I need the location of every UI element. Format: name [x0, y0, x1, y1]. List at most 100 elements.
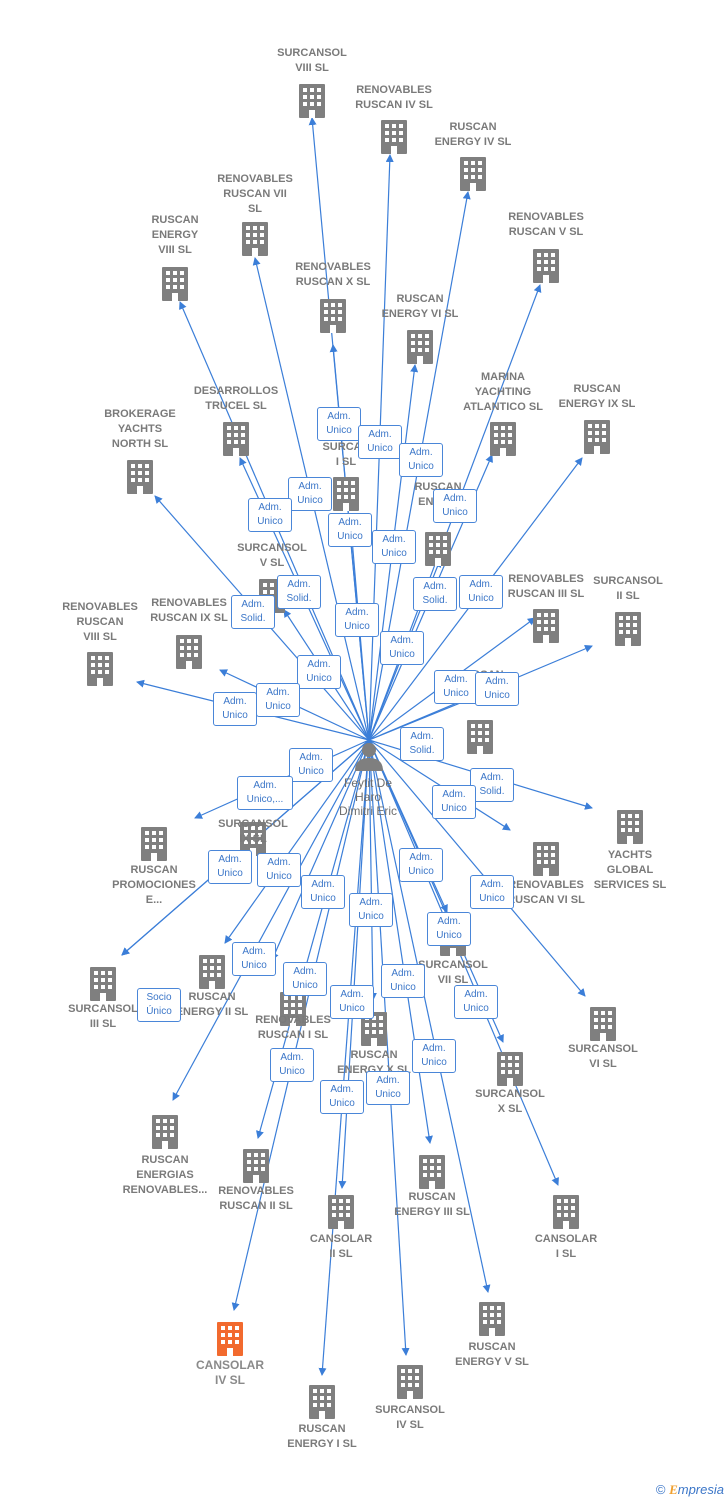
brand-name[interactable]: mpresia [677, 1482, 724, 1497]
building-icon[interactable] [309, 1385, 335, 1419]
building-icon[interactable] [217, 1322, 243, 1356]
building-icon[interactable] [152, 1115, 178, 1149]
person-label[interactable]: Feytit De Haro Dimitri Eric [339, 776, 397, 818]
company-label[interactable]: YACHTS GLOBAL SERVICES SL [593, 849, 667, 891]
building-icon[interactable] [299, 84, 325, 118]
building-icon[interactable] [141, 827, 167, 861]
building-icon[interactable] [90, 967, 116, 1001]
company-label[interactable]: RENOVABLES RUSCAN IX SL [150, 597, 228, 624]
role-badge: Adm. Unico [301, 875, 345, 909]
role-badge: Adm. Unico [270, 1048, 314, 1082]
building-icon[interactable] [615, 612, 641, 646]
company-label[interactable]: SURCANSOL VI SL [568, 1043, 638, 1070]
building-icon[interactable] [87, 652, 113, 686]
role-badge: Adm. Unico [283, 962, 327, 996]
building-icon[interactable] [584, 420, 610, 454]
role-badge: Adm. Unico [434, 670, 478, 704]
company-label[interactable]: RUSCAN ENERGY V SL [455, 1341, 529, 1368]
company-label[interactable]: RENOVABLES RUSCAN VII SL [217, 173, 293, 215]
role-badge: Adm. Unico [427, 912, 471, 946]
building-icon[interactable] [590, 1007, 616, 1041]
company-label[interactable]: RENOVABLES RUSCAN III SL [507, 573, 585, 600]
company-label[interactable]: RENOVABLES RUSCAN X SL [295, 261, 371, 288]
company-label[interactable]: SURCANSOL III SL [68, 1003, 138, 1030]
building-icon[interactable] [490, 422, 516, 456]
company-label[interactable]: RUSCAN ENERGY VI SL [381, 293, 459, 320]
edge-c36 [368, 739, 559, 1186]
building-icon[interactable] [242, 222, 268, 256]
company-label[interactable]: RUSCAN ENERGY I SL [287, 1423, 357, 1450]
company-label[interactable]: RUSCAN ENERGY VIII SL [151, 214, 199, 256]
company-label[interactable]: RUSCAN ENERGY IV SL [434, 121, 512, 148]
company-label[interactable]: SURCANSOL VII SL [418, 959, 488, 986]
role-badge: Adm. Unico [470, 875, 514, 909]
building-icon[interactable] [460, 157, 486, 191]
company-label[interactable]: RUSCAN ENERGY III SL [394, 1191, 470, 1218]
building-icon[interactable] [397, 1365, 423, 1399]
company-label[interactable]: RUSCAN ENERGY IX SL [558, 383, 636, 410]
building-icon[interactable] [127, 460, 153, 494]
role-badge: Adm. Unico,... [237, 776, 293, 810]
person-icon[interactable] [355, 743, 383, 771]
company-label[interactable]: SURCANSOL IV SL [375, 1404, 445, 1431]
building-icon[interactable] [467, 720, 493, 754]
company-label[interactable]: RUSCAN ENERGY II SL [175, 991, 249, 1018]
edge-c37 [368, 739, 491, 1293]
building-icon[interactable] [425, 532, 451, 566]
role-badge: Adm. Unico [317, 407, 361, 441]
role-badge: Adm. Unico [320, 1080, 364, 1114]
company-label[interactable]: RENOVABLES RUSCAN IV SL [355, 84, 433, 111]
company-label[interactable]: RENOVABLES RUSCAN V SL [508, 211, 584, 238]
building-icon[interactable] [533, 609, 559, 643]
role-badge: Adm. Unico [412, 1039, 456, 1073]
building-icon[interactable] [333, 477, 359, 511]
company-label[interactable]: RUSCAN ENERGIAS RENOVABLES... [122, 1154, 208, 1196]
company-label[interactable]: RUSCAN PROMOCIONES E... [112, 864, 196, 906]
company-label[interactable]: MARINA YACHTING ATLANTICO SL [463, 371, 543, 413]
role-badge: Adm. Unico [257, 853, 301, 887]
building-icon[interactable] [328, 1195, 354, 1229]
company-label[interactable]: CANSOLAR IV SL [196, 1358, 264, 1387]
company-label[interactable]: RENOVABLES RUSCAN VIII SL [62, 601, 138, 643]
role-badge: Adm. Unico [459, 575, 503, 609]
role-badge: Adm. Unico [381, 964, 425, 998]
building-icon[interactable] [243, 1149, 269, 1183]
company-label[interactable]: BROKERAGE YACHTS NORTH SL [104, 408, 176, 450]
company-label[interactable]: RENOVABLES RUSCAN VI SL [507, 879, 585, 906]
company-label[interactable]: CANSOLAR I SL [534, 1233, 598, 1260]
building-icon[interactable] [199, 955, 225, 989]
company-label[interactable]: DESARROLLOS TRUCEL SL [193, 385, 279, 412]
building-icon[interactable] [162, 267, 188, 301]
edge-c39 [368, 739, 410, 1356]
company-label[interactable]: SURCANSOL IX SL [218, 818, 288, 845]
company-label[interactable]: SURCAN I SL [322, 441, 370, 468]
building-icon[interactable] [176, 635, 202, 669]
building-icon[interactable] [497, 1052, 523, 1086]
company-label[interactable]: RENOVABLES RUSCAN I SL [255, 1014, 331, 1041]
building-icon[interactable] [533, 249, 559, 283]
building-icon[interactable] [479, 1302, 505, 1336]
company-label[interactable]: RENOVABLES RUSCAN II SL [218, 1185, 294, 1212]
building-icon[interactable] [419, 1155, 445, 1189]
edge-c40 [318, 739, 370, 1376]
company-label[interactable]: SURCANSOL X SL [475, 1088, 545, 1115]
company-label[interactable]: SURCANSOL V SL [237, 542, 307, 569]
role-badge: Adm. Unico [380, 631, 424, 665]
building-icon[interactable] [223, 422, 249, 456]
building-icon[interactable] [533, 842, 559, 876]
role-badge: Adm. Unico [432, 785, 476, 819]
building-icon[interactable] [407, 330, 433, 364]
role-badge: Adm. Unico [399, 443, 443, 477]
building-icon[interactable] [617, 810, 643, 844]
company-label[interactable]: CANSOLAR II SL [309, 1233, 373, 1260]
company-label[interactable]: SURCANSOL VIII SL [277, 47, 347, 74]
role-badge: Adm. Solid. [277, 575, 321, 609]
building-icon[interactable] [553, 1195, 579, 1229]
role-badge: Adm. Unico [358, 425, 402, 459]
role-badge: Adm. Unico [372, 530, 416, 564]
building-icon[interactable] [381, 120, 407, 154]
company-label[interactable]: SURCANSOL II SL [593, 575, 663, 602]
role-badge: Adm. Unico [256, 683, 300, 717]
building-icon[interactable] [320, 299, 346, 333]
role-badge: Adm. Unico [289, 748, 333, 782]
